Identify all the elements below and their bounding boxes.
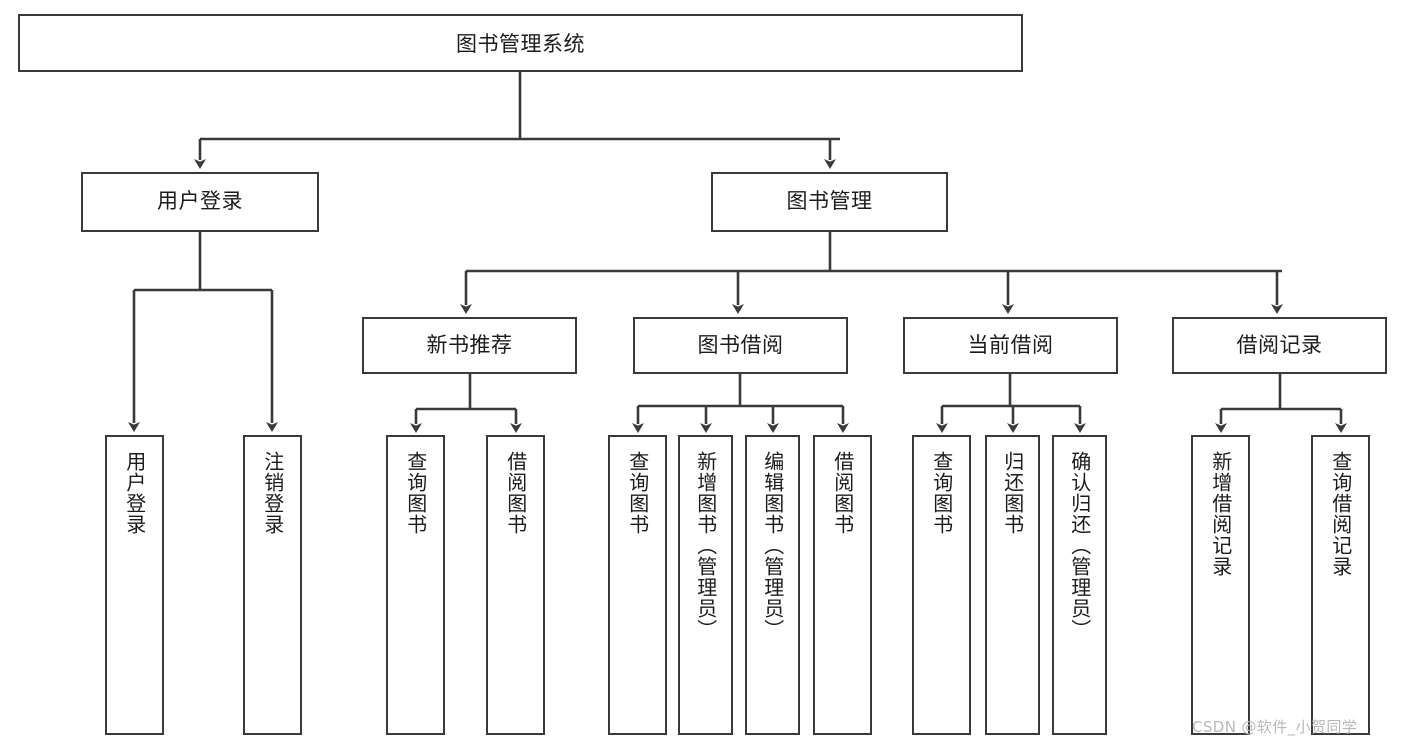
edge-group-book-manage: [460, 232, 1283, 314]
leaf-return-book-label: 归还图书: [1000, 451, 1025, 535]
leaf-query-book-borrow[interactable]: 查询图书: [608, 435, 667, 735]
leaf-logout[interactable]: 注销登录: [243, 435, 302, 735]
node-borrow-records[interactable]: 借阅记录: [1172, 317, 1387, 374]
leaf-query-book-new[interactable]: 查询图书: [386, 435, 445, 735]
leaf-borrow-book-label: 借阅图书: [830, 451, 855, 535]
node-book-management[interactable]: 图书管理: [711, 172, 948, 232]
edge-group-user-login: [128, 232, 278, 432]
node-book-borrow[interactable]: 图书借阅: [633, 317, 848, 374]
leaf-query-book-current-label: 查询图书: [929, 451, 954, 535]
edge-group-new-book: [410, 374, 522, 433]
leaf-borrow-book-new-label: 借阅图书: [503, 451, 528, 535]
edge-group-borrow: [632, 374, 849, 433]
leaf-add-borrow-record-label: 新增借阅记录: [1208, 451, 1233, 577]
node-current-borrow-label: 当前借阅: [967, 332, 1054, 357]
leaf-query-book-borrow-label: 查询图书: [625, 451, 650, 535]
leaf-borrow-book[interactable]: 借阅图书: [813, 435, 872, 735]
node-user-login[interactable]: 用户登录: [81, 172, 319, 232]
leaf-edit-book-admin-label: 编辑图书（管理员）: [760, 451, 785, 640]
leaf-confirm-return-admin[interactable]: 确认归还（管理员）: [1052, 435, 1107, 735]
leaf-user-login[interactable]: 用户登录: [105, 435, 164, 735]
node-borrow-records-label: 借阅记录: [1236, 332, 1323, 357]
node-root-label: 图书管理系统: [456, 32, 585, 56]
leaf-query-book-new-label: 查询图书: [403, 451, 428, 535]
leaf-query-borrow-record-label: 查询借阅记录: [1328, 451, 1353, 577]
leaf-add-book-admin[interactable]: 新增图书（管理员）: [678, 435, 733, 735]
leaf-confirm-return-admin-label: 确认归还（管理员）: [1067, 451, 1092, 640]
leaf-return-book[interactable]: 归还图书: [985, 435, 1040, 735]
node-current-borrow[interactable]: 当前借阅: [903, 317, 1118, 374]
leaf-borrow-book-new[interactable]: 借阅图书: [486, 435, 545, 735]
leaf-edit-book-admin[interactable]: 编辑图书（管理员）: [745, 435, 800, 735]
node-new-book-recommend-label: 新书推荐: [426, 332, 513, 357]
node-book-borrow-label: 图书借阅: [697, 332, 784, 357]
node-new-book-recommend[interactable]: 新书推荐: [362, 317, 577, 374]
leaf-logout-label: 注销登录: [260, 451, 285, 535]
leaf-add-borrow-record[interactable]: 新增借阅记录: [1191, 435, 1250, 735]
leaf-query-borrow-record[interactable]: 查询借阅记录: [1311, 435, 1370, 735]
edge-group-current-borrow: [936, 374, 1086, 433]
edge-group-records: [1215, 374, 1347, 433]
csdn-watermark: CSDN @软件_小贺同学: [1192, 718, 1358, 736]
node-root[interactable]: 图书管理系统: [18, 14, 1023, 72]
node-book-management-label: 图书管理: [786, 189, 873, 214]
node-user-login-label: 用户登录: [157, 189, 243, 214]
leaf-user-login-label: 用户登录: [122, 451, 147, 535]
leaf-query-book-current[interactable]: 查询图书: [912, 435, 971, 735]
leaf-add-book-admin-label: 新增图书（管理员）: [693, 451, 718, 640]
edge-group-root: [194, 72, 840, 169]
